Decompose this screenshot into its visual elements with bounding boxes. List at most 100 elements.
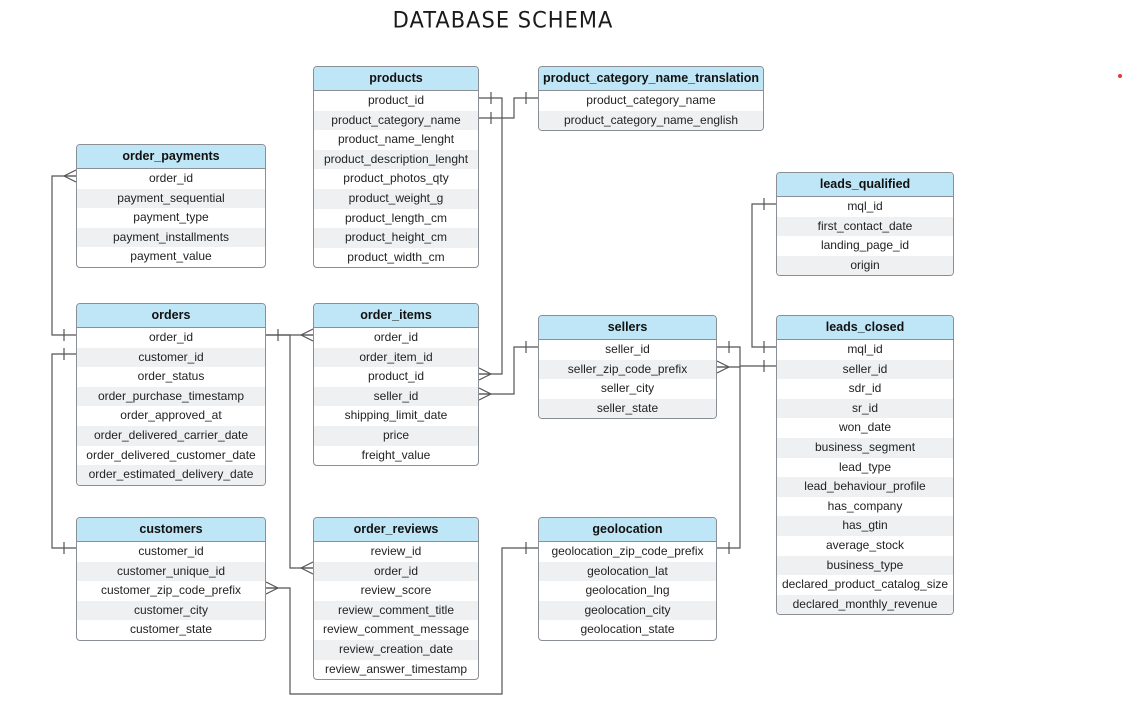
field-customer-state: customer_state bbox=[129, 622, 213, 637]
field-seller-state: seller_state bbox=[539, 398, 716, 419]
field-first-contact-date: first_contact_date bbox=[777, 216, 953, 237]
field-seller-id: seller_id bbox=[605, 342, 650, 356]
field-product-name-lenght: product_name_lenght bbox=[337, 132, 455, 147]
field-payment-installments: payment_installments bbox=[77, 227, 265, 248]
connector-products-category-translation bbox=[479, 97, 538, 119]
field-product-category-name: product_category_name bbox=[586, 93, 716, 107]
table-header: orders bbox=[77, 304, 265, 328]
field-order-purchase-timestamp: order_purchase_timestamp bbox=[77, 386, 265, 407]
field-payment-value: payment_value bbox=[130, 249, 212, 264]
table-header: sellers bbox=[539, 316, 716, 340]
connector-sellers-order-items bbox=[479, 346, 538, 395]
field-review-comment-title: review_comment_title bbox=[314, 600, 478, 621]
field-order-estimated-delivery-date: order_estimated_delivery_date bbox=[77, 465, 265, 485]
field-product-id: product_id bbox=[367, 369, 425, 384]
connector-sellers-leads-closed bbox=[717, 346, 776, 367]
connector-geolocation-sellers bbox=[717, 366, 741, 549]
connector-customers-orders bbox=[51, 353, 76, 549]
many-marker bbox=[63, 169, 77, 177]
field-order-id: order_id bbox=[148, 330, 194, 344]
field-product-category-name: product_category_name bbox=[314, 110, 478, 131]
many-marker bbox=[478, 367, 492, 375]
field-order-item-id: order_item_id bbox=[314, 347, 478, 368]
field-order-status: order_status bbox=[137, 369, 205, 384]
table-header: products bbox=[314, 67, 478, 91]
field-product-photos-qty: product_photos_qty bbox=[343, 171, 449, 186]
field-sr-id: sr_id bbox=[777, 398, 953, 419]
field-declared-monthly-revenue: declared_monthly_revenue bbox=[777, 594, 953, 615]
connector-orders-payments bbox=[51, 175, 76, 336]
field-won-date: won_date bbox=[838, 420, 892, 435]
field-customer-unique-id: customer_unique_id bbox=[77, 561, 265, 582]
red-dot-marker bbox=[1118, 74, 1122, 78]
field-review-id: review_id bbox=[370, 544, 422, 558]
field-customer-id: customer_id bbox=[77, 347, 265, 368]
field-customer-id: customer_id bbox=[138, 544, 204, 558]
field-product-description-lenght: product_description_lenght bbox=[314, 149, 478, 170]
many-marker bbox=[716, 360, 730, 368]
field-order-id: order_id bbox=[148, 171, 194, 185]
diagram-title: DATABASE SCHEMA bbox=[392, 7, 614, 33]
field-product-length-cm: product_length_cm bbox=[344, 210, 448, 225]
field-payment-sequential: payment_sequential bbox=[77, 188, 265, 209]
field-geolocation-state: geolocation_state bbox=[580, 622, 675, 637]
field-has-company: has_company bbox=[827, 498, 903, 513]
field-geolocation-lng: geolocation_lng bbox=[585, 583, 670, 598]
table-header: leads_qualified bbox=[777, 173, 953, 197]
field-sdr-id: sdr_id bbox=[848, 381, 882, 396]
field-payment-type: payment_type bbox=[133, 210, 209, 225]
field-mql-id: mql_id bbox=[847, 199, 883, 213]
many-marker bbox=[478, 373, 492, 381]
field-order-id: order_id bbox=[314, 561, 478, 582]
many-marker bbox=[300, 334, 314, 342]
field-seller-city: seller_city bbox=[600, 381, 655, 396]
field-business-segment: business_segment bbox=[777, 437, 953, 458]
field-seller-id: seller_id bbox=[777, 359, 953, 380]
field-mql-id: mql_id bbox=[847, 342, 883, 356]
field-order-approved-at: order_approved_at bbox=[120, 408, 222, 423]
field-business-type: business_type bbox=[777, 555, 953, 576]
field-seller-zip-code-prefix: seller_zip_code_prefix bbox=[539, 359, 716, 380]
field-product-width-cm: product_width_cm bbox=[347, 249, 445, 264]
table-header: order_payments bbox=[77, 145, 265, 169]
table-header: order_reviews bbox=[314, 518, 478, 542]
field-lead-behaviour-profile: lead_behaviour_profile bbox=[777, 477, 953, 497]
field-order-id: order_id bbox=[373, 330, 419, 344]
many-marker bbox=[716, 366, 730, 374]
many-marker bbox=[300, 561, 314, 569]
table-header: product_category_name_translation bbox=[539, 67, 763, 91]
connector-orders-reviews bbox=[266, 334, 313, 569]
field-review-answer-timestamp: review_answer_timestamp bbox=[324, 661, 468, 676]
many-marker bbox=[63, 175, 77, 183]
many-marker bbox=[478, 393, 492, 401]
field-product-height-cm: product_height_cm bbox=[314, 228, 478, 248]
table-order-payments[interactable]: order_payments order_id payment_sequential… bbox=[76, 144, 266, 268]
connector-products-order-items bbox=[479, 97, 503, 375]
table-header: leads_closed bbox=[777, 316, 953, 340]
field-freight-value: freight_value bbox=[361, 447, 431, 462]
field-review-creation-date: review_creation_date bbox=[314, 639, 478, 660]
field-review-score: review_score bbox=[360, 583, 432, 598]
field-geolocation-city: geolocation_city bbox=[539, 600, 716, 621]
field-customer-city: customer_city bbox=[77, 600, 265, 621]
field-origin: origin bbox=[777, 255, 953, 276]
many-marker bbox=[300, 567, 314, 575]
field-seller-id: seller_id bbox=[314, 386, 478, 407]
field-declared-product-catalog-size: declared_product_catalog_size bbox=[781, 577, 949, 592]
table-header: order_items bbox=[314, 304, 478, 328]
field-order-delivered-carrier-date: order_delivered_carrier_date bbox=[77, 425, 265, 446]
field-landing-page-id: landing_page_id bbox=[820, 238, 910, 253]
table-header: customers bbox=[77, 518, 265, 542]
many-marker bbox=[478, 387, 492, 395]
field-product-id: product_id bbox=[367, 93, 425, 107]
